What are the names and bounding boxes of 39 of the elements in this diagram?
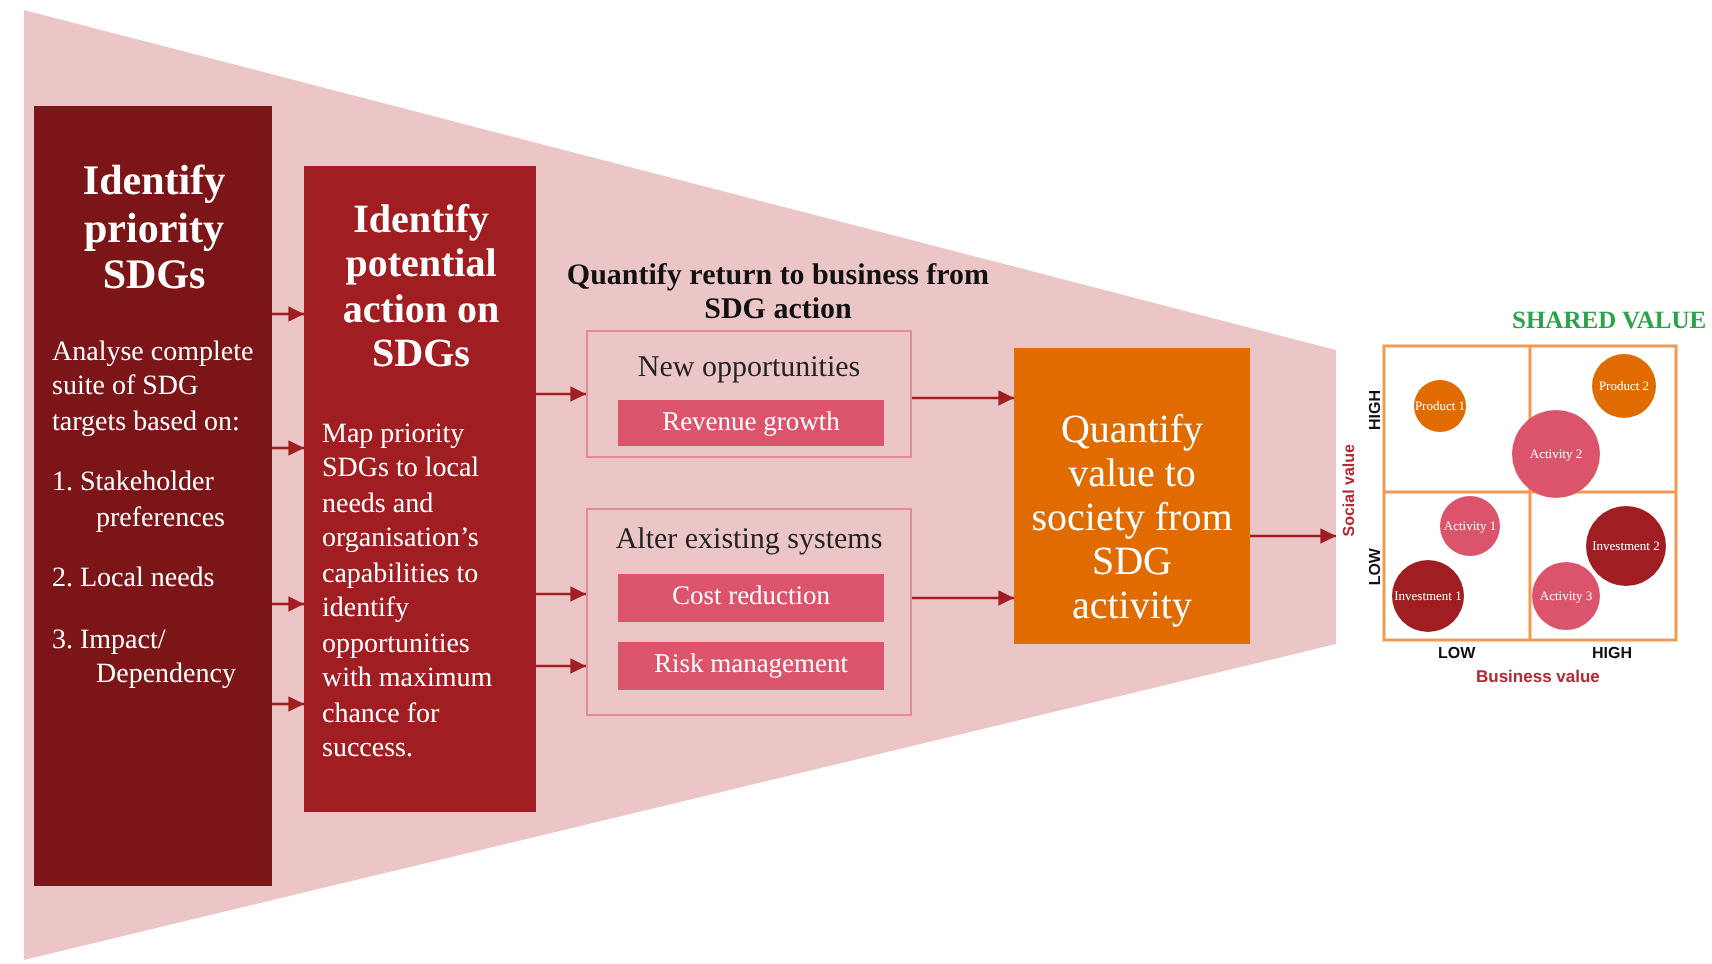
box-label: Quantify value to society from SDG activity	[1030, 408, 1234, 628]
arrow	[272, 696, 304, 712]
arrow	[272, 306, 304, 322]
process-box	[304, 166, 536, 812]
matrix-title: SHARED VALUE	[1512, 306, 1707, 336]
arrow	[536, 658, 586, 674]
process-box	[34, 106, 272, 886]
heading: Quantify return to business from SDG action	[566, 260, 990, 326]
group-title: New opportunities	[635, 352, 863, 386]
arrow	[912, 390, 1014, 406]
arrow	[912, 590, 1014, 606]
box-label: Revenue growth	[660, 406, 842, 438]
list-item: 2. Local needs	[52, 562, 217, 598]
process-box	[618, 400, 884, 446]
axis-label: LOW	[1438, 644, 1476, 662]
box-title: Identify priority SDGs	[80, 158, 228, 300]
axis-label: HIGH	[1592, 644, 1632, 662]
box-text: Map priority SDGs to local needs and organisation’s capabilities to identify opportunities with maximum chance for success.	[322, 417, 495, 768]
group-box	[586, 508, 912, 716]
list-item: 1. Stakeholder preferences	[52, 466, 228, 537]
arrow	[536, 386, 586, 402]
arrow	[536, 586, 586, 602]
axis-label: LOW	[1366, 548, 1384, 586]
group-title: Alter existing systems	[613, 524, 885, 558]
box-label: Risk management	[651, 648, 851, 680]
box-title: Identify potential action on SDGs	[340, 198, 502, 378]
axis-title: Social value	[1340, 444, 1358, 537]
arrow	[272, 596, 304, 612]
arrow	[1250, 528, 1336, 544]
process-box	[618, 642, 884, 690]
process-box	[618, 574, 884, 622]
list-item: 3. Impact/ Dependency	[52, 623, 238, 694]
axis-label: HIGH	[1366, 390, 1384, 430]
arrow	[272, 440, 304, 456]
axis-title: Business value	[1476, 666, 1600, 686]
group-box	[586, 330, 912, 458]
process-box	[1014, 348, 1250, 644]
box-label: Cost reduction	[669, 580, 833, 612]
box-text: Analyse complete suite of SDG targets based on:	[52, 335, 256, 441]
